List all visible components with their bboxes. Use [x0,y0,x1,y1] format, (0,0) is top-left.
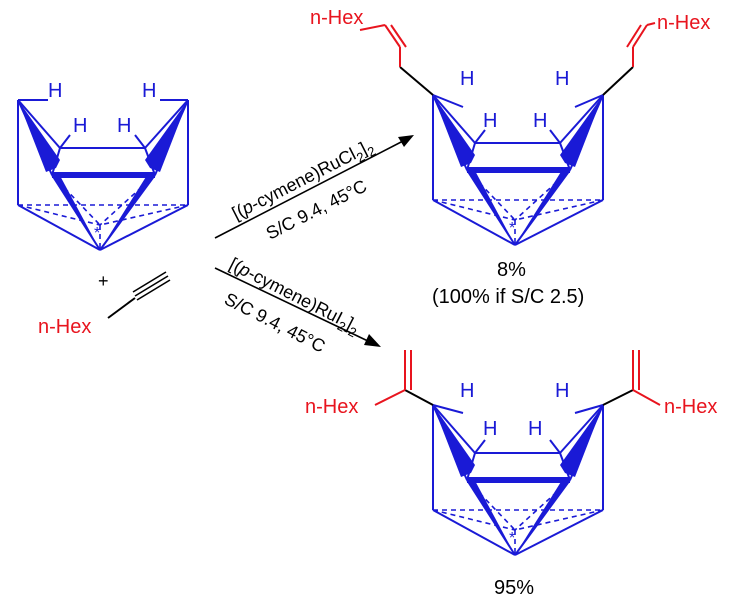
yield-top: 8% [497,259,526,281]
n-hex-label: n-Hex [664,396,717,418]
1-octyne: n-Hex [38,271,171,338]
n-hex-label: n-Hex [38,316,91,338]
n-hex-label: n-Hex [657,12,710,34]
h-label: H [460,380,474,402]
star-label: * [509,220,515,237]
yield-bottom: 95% [494,577,534,599]
yield-top-note: (100% if S/C 2.5) [432,286,584,308]
reactant-carborane: H H H H * [18,80,188,250]
h-label: H [483,418,497,440]
plus-sign: + [98,271,109,291]
h-label: H [48,80,62,102]
n-hex-label: n-Hex [310,7,363,29]
product-gem-alkenyl: H H H H * [374,350,661,555]
n-hex-label: n-Hex [305,396,358,418]
star-label: * [509,530,515,547]
h-label: H [460,68,474,90]
h-label: H [555,68,569,90]
arrow-bottom [214,267,381,347]
arrow-top [214,135,414,239]
h-label: H [117,115,131,137]
h-label: H [483,110,497,132]
h-label: H [142,80,156,102]
h-label: H [555,380,569,402]
star-label: * [94,225,100,242]
h-label: H [533,110,547,132]
product-trans-alkenyl: H H H H * [359,22,656,245]
h-label: H [528,418,542,440]
h-label: H [73,115,87,137]
